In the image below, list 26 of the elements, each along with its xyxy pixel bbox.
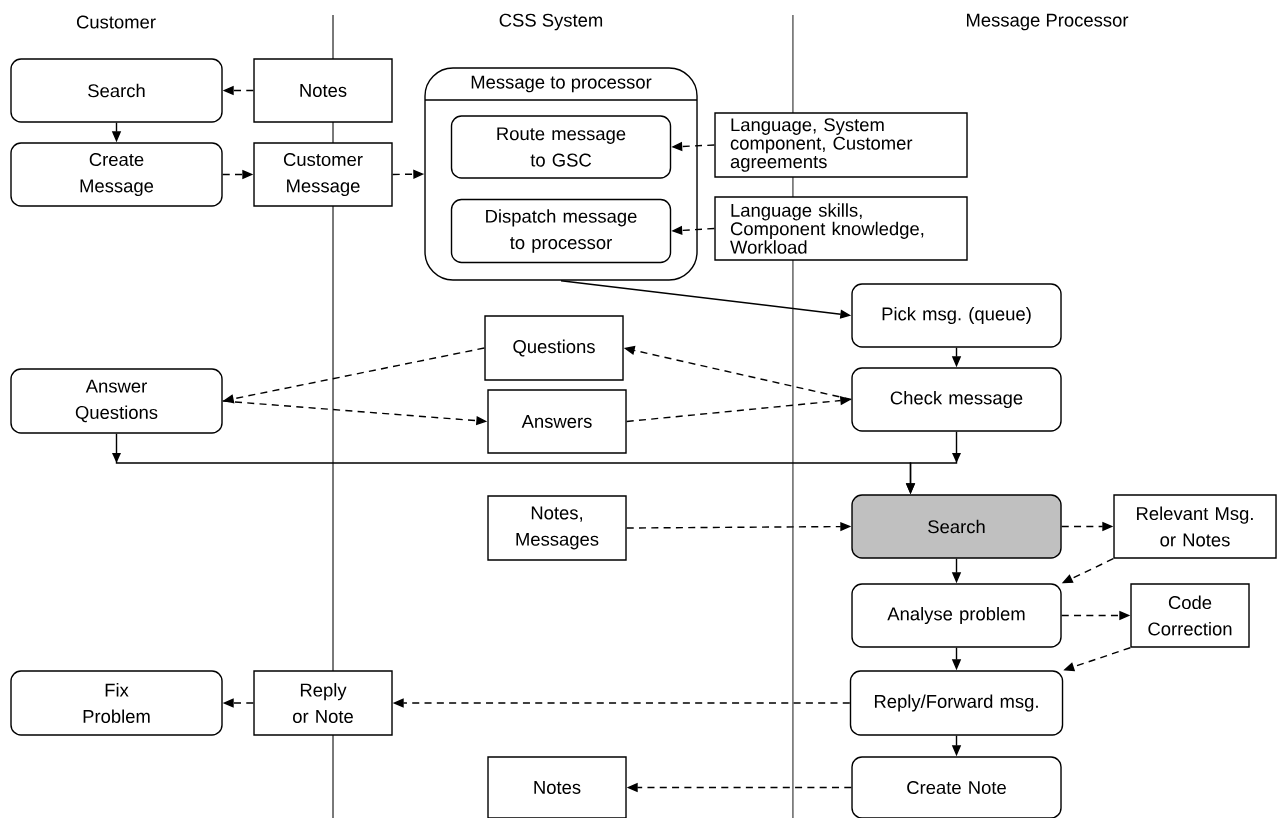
process-box: Create Note bbox=[851, 756, 1062, 818]
data-box: Questions bbox=[484, 315, 624, 381]
lane-heading: CSS System bbox=[499, 13, 603, 31]
process-box: Fix Problem bbox=[10, 670, 223, 736]
data-box: Notes bbox=[487, 756, 627, 818]
data-box: Language skills, Component knowledge, Workload bbox=[714, 196, 968, 261]
data-box: Relevant Msg. or Notes bbox=[1113, 494, 1277, 559]
process-box: Dispatch message to processor bbox=[450, 198, 672, 264]
process-box: Pick msg. (queue) bbox=[851, 283, 1062, 348]
process-box: Search bbox=[10, 58, 223, 123]
data-box: Reply or Note bbox=[253, 670, 393, 736]
data-box: Code Correction bbox=[1130, 583, 1250, 648]
data-box: Answers bbox=[487, 389, 627, 454]
lane-heading: Message Processor bbox=[967, 13, 1129, 31]
process-box: Create Message bbox=[10, 142, 223, 207]
process-box: Reply/Forward msg. bbox=[849, 670, 1064, 736]
process-box: Route message to GSC bbox=[450, 115, 672, 179]
process-box: Analyse problem bbox=[851, 583, 1062, 648]
data-box: Notes bbox=[253, 58, 393, 123]
lane-heading: Customer bbox=[76, 15, 156, 29]
process-box: Check message bbox=[851, 367, 1062, 432]
data-box: Customer Message bbox=[253, 142, 393, 207]
process-box: Search bbox=[851, 494, 1062, 559]
data-box: Notes, Messages bbox=[487, 495, 627, 561]
process-box: Answer Questions bbox=[10, 368, 223, 434]
data-box: Language, System component, Customer agreements bbox=[714, 112, 968, 178]
